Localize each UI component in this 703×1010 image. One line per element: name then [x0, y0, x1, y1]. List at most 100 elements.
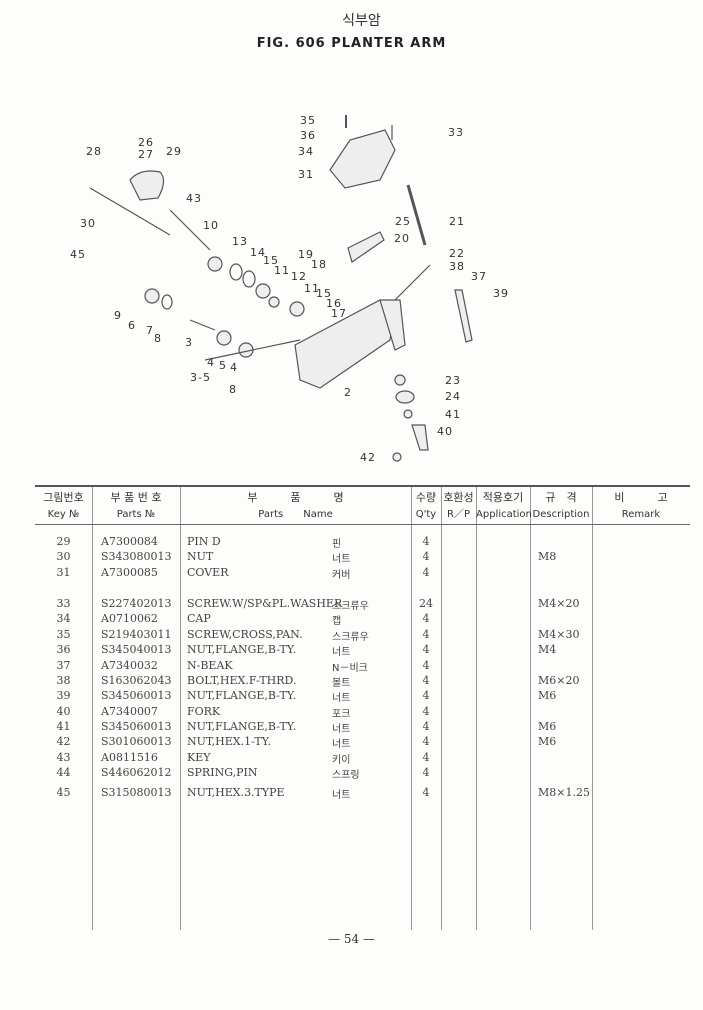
- part-name-korean-cell: 스크류우: [332, 601, 369, 612]
- part-name-korean-cell: 키이: [332, 755, 351, 766]
- part-name-korean-cell: 스프링: [332, 770, 360, 781]
- callout-30: 30: [80, 217, 96, 230]
- diagram-drawing: [89, 115, 473, 462]
- quantity-cell: 4: [422, 643, 430, 656]
- callout-19: 19: [298, 248, 314, 261]
- callout-42: 42: [360, 451, 376, 464]
- callout-11: 11: [304, 282, 320, 295]
- part-number-cell: S301060013: [101, 735, 172, 748]
- part-number-cell: A0710062: [101, 612, 158, 625]
- callout-28: 28: [86, 145, 102, 158]
- part-name-korean-cell: 너트: [332, 647, 351, 658]
- description-cell: M8: [538, 550, 557, 563]
- part-name-korean-cell: 스크류우: [332, 632, 369, 643]
- key-cell: 40: [56, 705, 71, 718]
- description-cell: M6: [538, 735, 557, 748]
- part-name-cell: N-BEAK: [187, 659, 233, 672]
- callout-35: 35: [300, 114, 316, 127]
- part-name-cell: NUT,FLANGE,B-TY.: [187, 689, 297, 702]
- part-number-cell: S219403011: [101, 628, 172, 641]
- callout-8: 8: [154, 332, 162, 345]
- cover-part: [329, 129, 396, 189]
- callout-43: 43: [186, 192, 202, 205]
- table-row: 30 S343080013 NUT 너트 4 M8: [35, 550, 690, 565]
- part-number-cell: A7300084: [101, 535, 158, 548]
- part-name-korean-cell: 캡: [332, 616, 342, 627]
- bearing-part: [207, 256, 223, 272]
- callout-5: 5: [219, 359, 227, 372]
- callout-45: 45: [70, 248, 86, 261]
- part-name-cell: KEY: [187, 751, 211, 764]
- part-name-korean-cell: N－비크: [332, 663, 368, 674]
- quantity-cell: 4: [422, 550, 430, 563]
- part-name-korean-cell: 너트: [332, 790, 351, 801]
- key-cell: 39: [56, 689, 71, 702]
- callout-21: 21: [449, 215, 465, 228]
- key-cell: 38: [56, 674, 71, 687]
- quantity-cell: 4: [422, 566, 430, 579]
- quantity-cell: 4: [422, 720, 430, 733]
- part-name-cell: NUT,FLANGE,B-TY.: [187, 720, 297, 733]
- part-name-cell: NUT,HEX.1-TY.: [187, 735, 272, 748]
- part-number-cell: A7340007: [101, 705, 158, 718]
- description-cell: M8×1.25: [538, 786, 590, 799]
- callout-38: 38: [449, 260, 465, 273]
- part-name-cell: NUT: [187, 550, 214, 563]
- callout-15: 15: [263, 254, 279, 267]
- page-title-korean: 식부암: [342, 13, 381, 29]
- key-cell: 44: [56, 766, 71, 779]
- callout-11: 11: [274, 264, 290, 277]
- part-name-korean-cell: 핀: [332, 539, 342, 550]
- callout-22: 22: [449, 247, 465, 260]
- key-cell: 31: [56, 566, 71, 579]
- quantity-cell: 4: [422, 689, 430, 702]
- part-name-korean-cell: 너트: [332, 554, 351, 565]
- part-name-korean-cell: 너트: [332, 724, 351, 735]
- quantity-cell: 4: [422, 705, 430, 718]
- description-cell: M6: [538, 689, 557, 702]
- callout-41: 41: [445, 408, 461, 421]
- key-cell: 30: [56, 550, 71, 563]
- callout-9: 9: [114, 309, 122, 322]
- callout-40: 40: [437, 425, 453, 438]
- part-name-cell: SCREW,CROSS,PAN.: [187, 628, 303, 641]
- description-cell: M4×30: [538, 628, 580, 641]
- callout-37: 37: [471, 270, 487, 283]
- key-cell: 41: [56, 720, 71, 733]
- part-number-cell: S446062012: [101, 766, 172, 779]
- callout-20: 20: [394, 232, 410, 245]
- part-name-cell: CAP: [187, 612, 211, 625]
- part-number-cell: S343080013: [101, 550, 172, 563]
- callout-25: 25: [395, 215, 411, 228]
- description-cell: M6: [538, 720, 557, 733]
- callout-7: 7: [146, 324, 154, 337]
- part-name-korean-cell: 너트: [332, 739, 351, 750]
- quantity-cell: 4: [422, 751, 430, 764]
- key-cell: 33: [56, 597, 71, 610]
- quantity-cell: 4: [422, 766, 430, 779]
- callout-3: 3: [185, 336, 193, 349]
- part-name-korean-cell: 볼트: [332, 678, 351, 689]
- callout-10: 10: [203, 219, 219, 232]
- page-number: — 54 —: [328, 932, 375, 946]
- key-cell: 34: [56, 612, 71, 625]
- key-cell: 45: [56, 786, 71, 799]
- key-cell: 42: [56, 735, 71, 748]
- quantity-cell: 24: [419, 597, 433, 610]
